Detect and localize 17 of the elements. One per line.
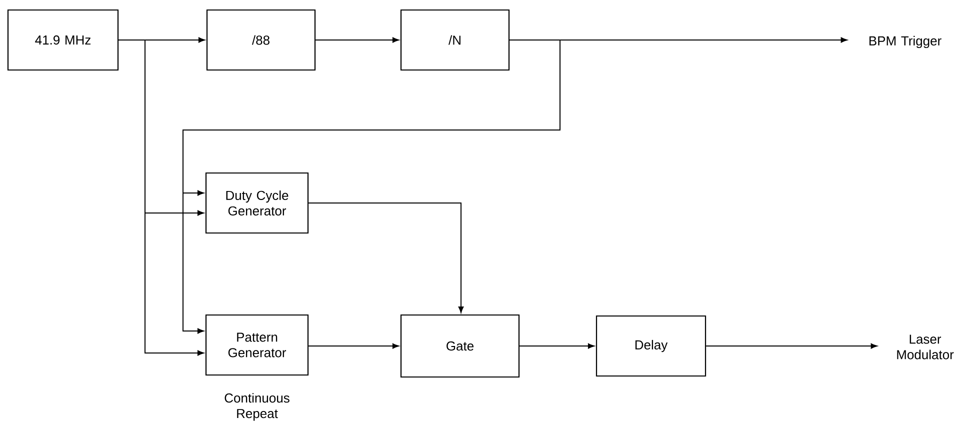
arrow [706, 343, 878, 349]
block-box: Duty Cycle Generator [205, 172, 309, 234]
block-box: /88 [206, 9, 316, 71]
arrow [315, 37, 399, 43]
arrow [308, 202, 464, 313]
block-box: Gate [400, 314, 520, 378]
arrow [519, 343, 594, 349]
arrow [182, 40, 560, 334]
block-box: 41.9 MHz [7, 9, 119, 71]
output-label: Laser Modulator [897, 334, 954, 360]
block-box: Delay [596, 315, 706, 377]
arrow [118, 40, 204, 356]
arrow [308, 343, 399, 349]
block-box: /N [400, 9, 510, 71]
output-label: BPM Trigger [869, 36, 942, 48]
note-text: Continuous Repeat [224, 393, 290, 421]
block-box: Pattern Generator [205, 314, 309, 376]
